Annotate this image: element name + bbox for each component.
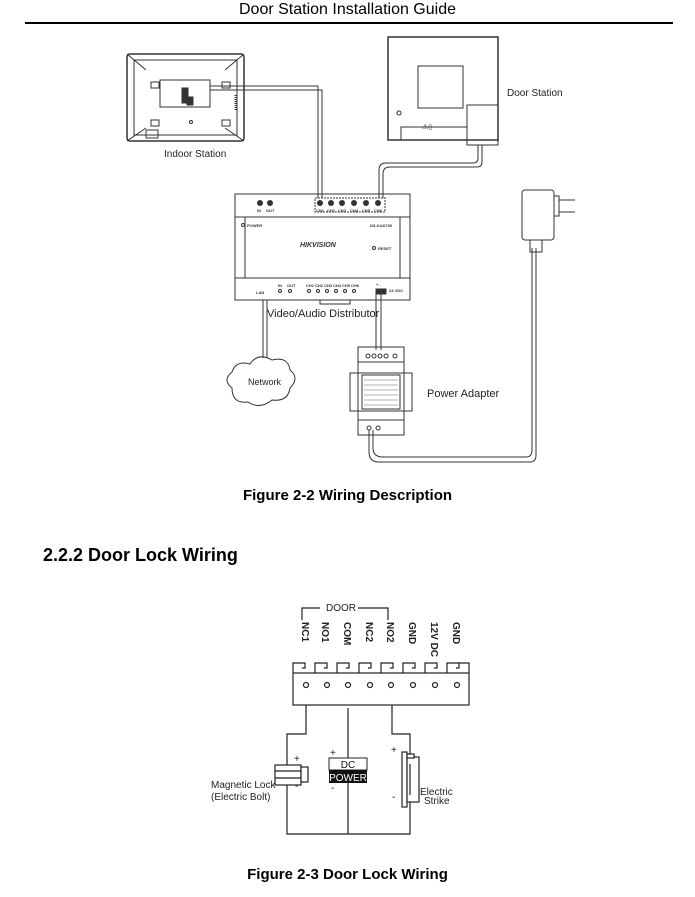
dist-in-label: IN [257, 208, 261, 213]
magnetic-lock-label-line1: Magnetic Lock [211, 780, 276, 791]
label-indoor-station: Indoor Station [164, 149, 226, 160]
indoor-station-device [126, 53, 245, 142]
dist-ch5-label: CH5 [362, 208, 371, 213]
dc-plus: + [330, 748, 336, 759]
dist-bottom-ch1-label: CH1 [306, 283, 315, 288]
dist-ch2-label: CH2 [327, 208, 336, 213]
terminal-label-gnd-1: GND [406, 622, 417, 644]
electric-strike-label-line1: Electric [420, 787, 453, 798]
section-heading: 2.2.2 Door Lock Wiring [43, 545, 238, 565]
dist-bottom-in-label: IN [278, 283, 282, 288]
dist-bottom-out-label: OUT [287, 283, 296, 288]
magnetic-lock-label-line2: (Electric Bolt) [211, 792, 270, 803]
dist-dc-label: 24 VDC [389, 288, 403, 293]
terminal-label-nc1: NC1 [299, 622, 310, 642]
dist-ch6-label: CH6 [374, 208, 383, 213]
wall-plug-device [521, 189, 575, 253]
dist-ch3-label: CH3 [338, 208, 347, 213]
strike-minus: - [392, 792, 395, 803]
dist-ch1-label: CH1 [316, 208, 325, 213]
dist-model-label: DS-KAD706 [370, 223, 393, 228]
label-distributor: Video/Audio Distributor [267, 308, 380, 320]
label-power-adapter: Power Adapter [427, 388, 499, 400]
dist-reset-label: RESET [378, 246, 392, 251]
dc-minus: - [331, 783, 334, 794]
terminal-label-12v-dc: 12V DC [428, 622, 439, 657]
terminal-teeth [292, 662, 470, 673]
terminal-label-gnd-2: GND [450, 622, 461, 644]
terminal-label-com: COM [341, 622, 352, 645]
maglock-minus: - [295, 781, 298, 792]
svg-text:⚠▯: ⚠▯ [422, 123, 432, 131]
terminal-label-no2: NO2 [384, 622, 395, 643]
power-adapter-device [349, 346, 413, 436]
dist-bottom-ch6-label: CH6 [351, 283, 360, 288]
page-header-title: Door Station Installation Guide [238, 1, 456, 18]
header-rule [25, 22, 673, 24]
figure-2-2-caption: Figure 2-2 Wiring Description [242, 487, 453, 504]
network-cloud [226, 356, 296, 406]
figure-2-3-caption: Figure 2-3 Door Lock Wiring [247, 866, 448, 883]
dist-bottom-ch5-label: CH5 [342, 283, 351, 288]
dist-power-label: POWER [247, 223, 262, 228]
dist-bottom-ch3-label: CH3 [324, 283, 333, 288]
maglock-plus: + [294, 754, 300, 765]
dist-polarity-label: + - [376, 282, 381, 287]
wiring-description-diagram: ⚠▯ [126, 36, 575, 463]
electric-strike-label-line2: Strike [424, 796, 450, 807]
distributor-device [234, 193, 411, 305]
terminal-label-no1: NO1 [319, 622, 330, 643]
dist-bottom-ch4-label: CH4 [333, 283, 342, 288]
door-group-label: DOOR [326, 603, 356, 614]
dist-ch4-label: CH4 [350, 208, 359, 213]
label-network: Network [248, 377, 282, 387]
strike-plus: + [391, 745, 397, 756]
door-station-device: ⚠▯ [387, 36, 499, 146]
dc-power-label-line2: POWER [329, 773, 367, 784]
dist-out-label: OUT [266, 208, 275, 213]
dc-power-label-line1: DC [341, 760, 355, 771]
label-door-station: Door Station [507, 88, 563, 99]
dist-brand-logo: HIKVISION [300, 242, 337, 249]
terminal-label-nc2: NC2 [363, 622, 374, 642]
dist-lan-label: LAN [256, 290, 264, 295]
dist-bottom-ch2-label: CH2 [315, 283, 324, 288]
